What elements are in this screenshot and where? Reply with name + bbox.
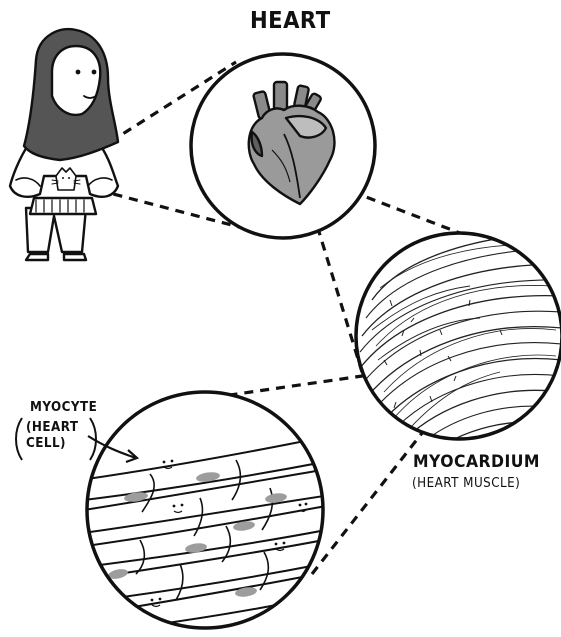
person-in-hijab-icon <box>10 29 118 260</box>
myocyte-label: MYOCYTE <box>30 400 97 415</box>
heart-cell-label: (HEART CELL) <box>26 420 78 452</box>
heart-title: HEART <box>250 8 331 34</box>
heart-muscle-label: (HEART MUSCLE) <box>412 476 520 491</box>
myocardium-label: MYOCARDIUM <box>413 452 540 472</box>
